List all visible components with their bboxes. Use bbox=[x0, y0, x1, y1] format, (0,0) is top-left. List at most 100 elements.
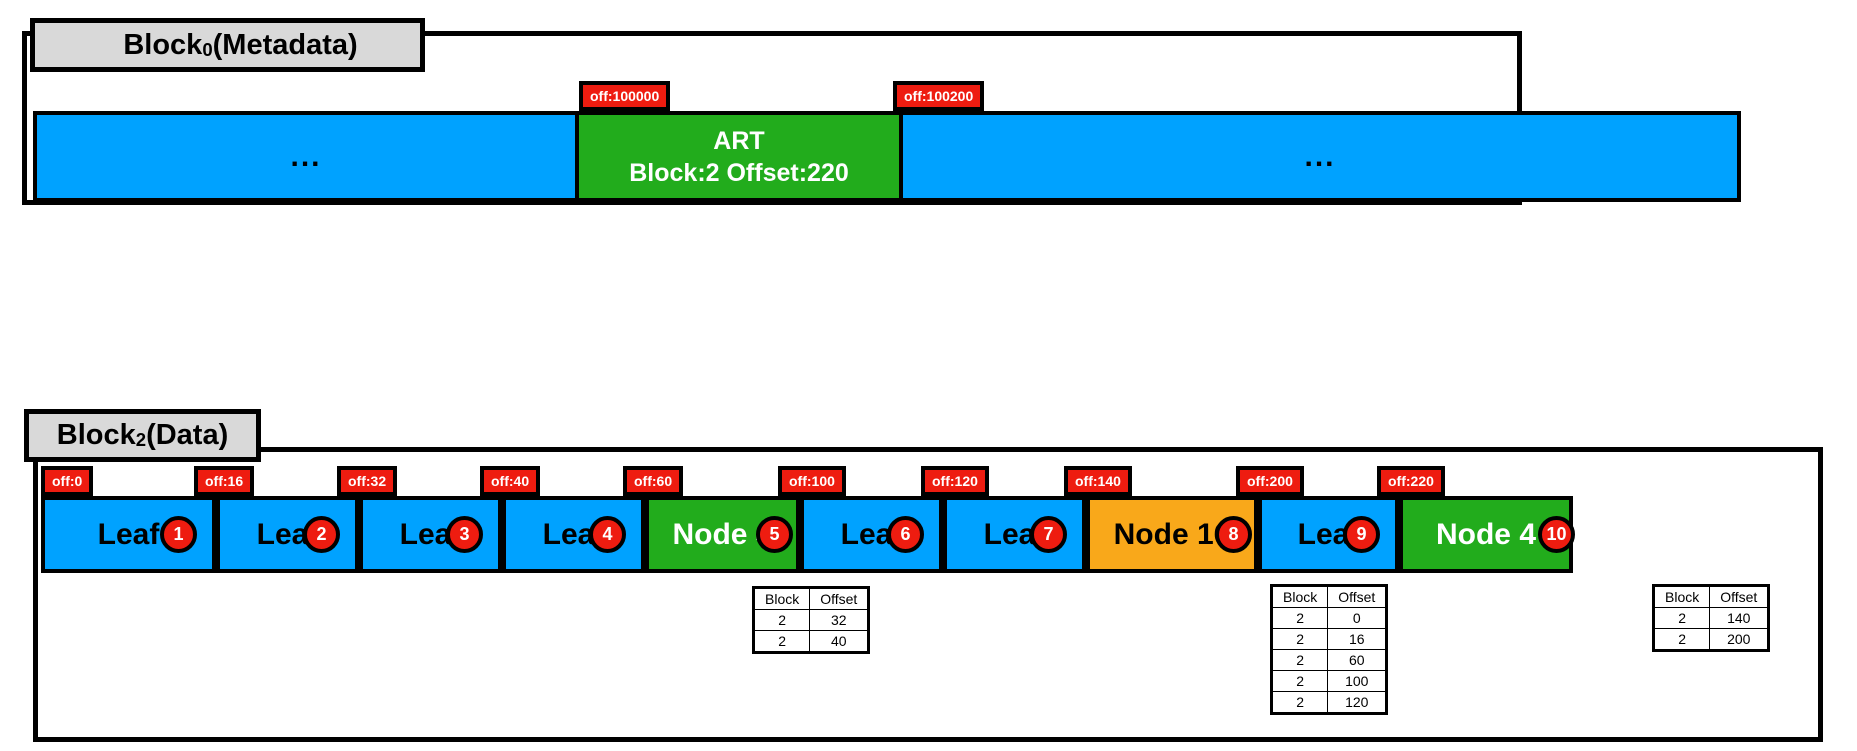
cell-block: 2 bbox=[752, 609, 811, 631]
node-number-badge-6: 6 bbox=[887, 516, 924, 553]
art-title: ART bbox=[713, 126, 765, 155]
data-label-suffix: (Data) bbox=[146, 419, 229, 451]
table-row: 2 100 bbox=[1270, 670, 1388, 692]
node-number-badge-2: 2 bbox=[303, 516, 340, 553]
cell-offset: 140 bbox=[1709, 607, 1770, 629]
data-segment-node4-10[interactable]: Node 4 10 bbox=[1399, 496, 1575, 573]
data-segment-leaf-6[interactable]: Leaf 6 bbox=[800, 496, 943, 573]
column-header-block: Block bbox=[752, 587, 811, 610]
offset-badge-text: off:100200 bbox=[904, 88, 974, 104]
node-number-badge-3: 3 bbox=[446, 516, 483, 553]
table-row: 2 32 bbox=[752, 609, 870, 631]
data-segment-node4-5[interactable]: Node 4 5 bbox=[645, 496, 800, 573]
data-segment-leaf-2[interactable]: Leaf 2 bbox=[216, 496, 359, 573]
offset-badge-32: off:32 bbox=[337, 466, 398, 496]
metadata-label-prefix: Block bbox=[123, 28, 203, 61]
cell-offset: 100 bbox=[1327, 670, 1388, 692]
metadata-segment-strip: ... ART Block:2 Offset:220 ... bbox=[33, 111, 1745, 202]
table-header-row: Block Offset bbox=[752, 587, 870, 610]
offset-badge-text: off:140 bbox=[1075, 473, 1121, 489]
data-segment-leaf-1[interactable]: Leaf 1 bbox=[41, 496, 216, 573]
table-row: 2 200 bbox=[1652, 628, 1770, 651]
metadata-segment-art[interactable]: ART Block:2 Offset:220 bbox=[575, 111, 903, 202]
cell-offset: 120 bbox=[1327, 691, 1388, 714]
offset-badge-220: off:220 bbox=[1377, 466, 1445, 496]
cell-block: 2 bbox=[1652, 607, 1711, 629]
pointer-table-node4-5: Block Offset 2 32 2 40 bbox=[752, 586, 871, 654]
offset-badge-text: off:40 bbox=[491, 473, 530, 489]
offset-badge-text: off:220 bbox=[1388, 473, 1434, 489]
offset-badge-40: off:40 bbox=[480, 466, 541, 496]
column-header-offset: Offset bbox=[1327, 585, 1388, 608]
table-row: 2 0 bbox=[1270, 607, 1388, 629]
offset-badge-200: off:200 bbox=[1236, 466, 1304, 496]
segment-label: Node 4 bbox=[672, 517, 773, 551]
offset-badge-text: off:200 bbox=[1247, 473, 1293, 489]
segment-label: Node 16 bbox=[1113, 517, 1231, 551]
cell-offset: 200 bbox=[1709, 628, 1770, 651]
data-segment-leaf-9[interactable]: Leaf 9 bbox=[1258, 496, 1399, 573]
data-segment-leaf-7[interactable]: Leaf 7 bbox=[943, 496, 1086, 573]
art-pointer: Block:2 Offset:220 bbox=[629, 158, 849, 187]
cell-block: 2 bbox=[1270, 628, 1329, 650]
art-segment-label: ART Block:2 Offset:220 bbox=[629, 125, 849, 189]
segment-label: Node 4 bbox=[1435, 517, 1537, 551]
cell-block: 2 bbox=[1270, 607, 1329, 629]
node-number-badge-1: 1 bbox=[160, 516, 197, 553]
cell-block: 2 bbox=[1270, 649, 1329, 671]
offset-badge-text: off:100000 bbox=[590, 88, 660, 104]
offset-badge-text: off:16 bbox=[205, 473, 244, 489]
pointer-table-node16-8: Block Offset 2 0 2 16 2 60 2 100 2 120 bbox=[1270, 584, 1389, 715]
offset-badge-100: off:100 bbox=[778, 466, 846, 496]
offset-badge-100000: off:100000 bbox=[579, 81, 671, 111]
offset-badge-100200: off:100200 bbox=[893, 81, 985, 111]
data-block-frame bbox=[33, 447, 1823, 742]
table-row: 2 120 bbox=[1270, 691, 1388, 714]
node-number-badge-4: 4 bbox=[589, 516, 626, 553]
metadata-label-suffix: (Metadata) bbox=[212, 28, 358, 61]
table-header-row: Block Offset bbox=[1652, 585, 1770, 608]
offset-badge-text: off:60 bbox=[634, 473, 673, 489]
cell-offset: 32 bbox=[809, 609, 870, 631]
cell-offset: 16 bbox=[1327, 628, 1388, 650]
column-header-block: Block bbox=[1652, 585, 1711, 608]
offset-badge-140: off:140 bbox=[1064, 466, 1132, 496]
node-number-badge-5: 5 bbox=[756, 516, 793, 553]
node-number-badge-9: 9 bbox=[1343, 516, 1380, 553]
cell-block: 2 bbox=[1270, 691, 1329, 714]
cell-offset: 0 bbox=[1327, 607, 1388, 629]
node-number-badge-8: 8 bbox=[1215, 516, 1252, 553]
pointer-table-node4-10: Block Offset 2 140 2 200 bbox=[1652, 584, 1771, 652]
cell-offset: 40 bbox=[809, 630, 870, 653]
node-number-badge-7: 7 bbox=[1030, 516, 1067, 553]
offset-badge-text: off:32 bbox=[348, 473, 387, 489]
metadata-label-subscript: 0 bbox=[202, 38, 213, 60]
data-segment-node16-8[interactable]: Node 16 8 bbox=[1086, 496, 1258, 573]
cell-block: 2 bbox=[1270, 670, 1329, 692]
data-segment-leaf-3[interactable]: Leaf 3 bbox=[359, 496, 502, 573]
offset-badge-text: off:0 bbox=[52, 473, 83, 489]
offset-badge-text: off:120 bbox=[932, 473, 978, 489]
data-label-subscript: 2 bbox=[135, 429, 147, 451]
metadata-segment-filler-right: ... bbox=[899, 111, 1741, 202]
ellipsis-label: ... bbox=[290, 139, 322, 173]
table-row: 2 60 bbox=[1270, 649, 1388, 671]
data-segment-leaf-4[interactable]: Leaf 4 bbox=[502, 496, 645, 573]
column-header-offset: Offset bbox=[1709, 585, 1770, 608]
metadata-segment-filler-left: ... bbox=[33, 111, 579, 202]
segment-label: Leaf bbox=[97, 517, 160, 551]
column-header-offset: Offset bbox=[809, 587, 870, 610]
table-row: 2 140 bbox=[1652, 607, 1770, 629]
cell-block: 2 bbox=[752, 630, 811, 653]
table-row: 2 16 bbox=[1270, 628, 1388, 650]
cell-offset: 60 bbox=[1327, 649, 1388, 671]
offset-badge-16: off:16 bbox=[194, 466, 255, 496]
offset-badge-0: off:0 bbox=[41, 466, 94, 496]
offset-badge-120: off:120 bbox=[921, 466, 989, 496]
table-header-row: Block Offset bbox=[1270, 585, 1388, 608]
offset-badge-text: off:100 bbox=[789, 473, 835, 489]
data-label-prefix: Block bbox=[56, 419, 136, 451]
